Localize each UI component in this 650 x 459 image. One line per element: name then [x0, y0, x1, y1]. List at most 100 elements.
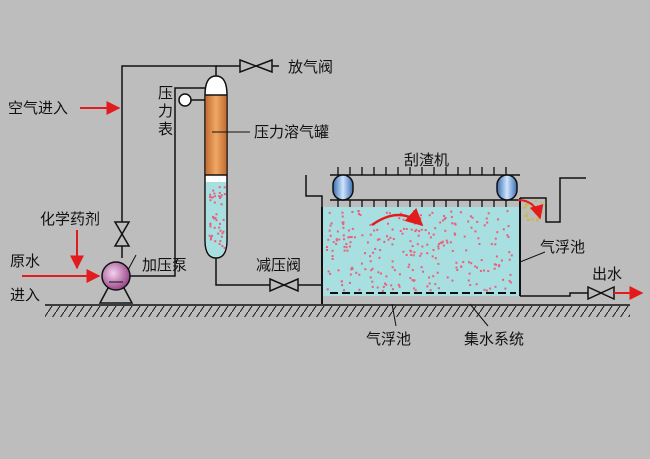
bubble-dot	[347, 236, 350, 239]
pump-to-tank-pipe	[130, 87, 205, 277]
bubble-dot	[432, 249, 435, 251]
bubble-dot	[441, 240, 444, 243]
bubble-dot	[449, 241, 452, 244]
bubble-dot	[502, 278, 505, 281]
bubble-dot	[500, 259, 503, 262]
scum-dot	[540, 201, 543, 204]
bubble-dot	[215, 219, 218, 222]
bubble-dot	[493, 263, 496, 266]
bubble-dot	[398, 217, 401, 220]
bubble-dot	[409, 240, 412, 243]
bubble-dot	[343, 249, 346, 252]
bubble-dot	[335, 243, 338, 245]
bubble-dot	[335, 239, 338, 242]
bubble-dot	[378, 238, 381, 241]
bubble-dot	[392, 238, 395, 240]
pointer-lines	[127, 131, 546, 327]
scum-dot	[543, 201, 546, 204]
bubble-dot	[469, 284, 472, 286]
scum-dots	[522, 200, 546, 222]
bubble-dot	[428, 232, 430, 235]
bubble-dot	[399, 230, 402, 232]
bubble-dot	[369, 233, 372, 236]
reducing-valve[interactable]	[269, 277, 299, 293]
bubble-dot	[498, 264, 501, 267]
bubble-dot	[219, 229, 222, 232]
svg-text:压: 压	[158, 84, 173, 102]
bubble-dot	[369, 255, 372, 258]
bubble-dot	[507, 225, 510, 228]
bubble-dot	[431, 255, 434, 258]
bubble-dot	[218, 186, 221, 189]
bubble-dot	[377, 271, 380, 274]
bubble-dot	[442, 215, 445, 217]
bubble-dot	[432, 233, 435, 236]
bubble-dot	[221, 245, 224, 248]
bubble-dot	[465, 249, 468, 252]
outlet-valve[interactable]	[587, 285, 615, 301]
bubble-dot	[506, 210, 509, 213]
bubble-dot	[335, 238, 338, 241]
bubble-dot	[453, 232, 456, 235]
bubble-dot	[218, 243, 221, 245]
bubble-dot	[437, 262, 440, 265]
bubble-dot	[219, 222, 221, 225]
bubble-dot	[212, 215, 214, 218]
bubble-dot	[212, 189, 215, 192]
bubble-dot	[401, 232, 404, 235]
scum-dot	[527, 218, 529, 221]
reducing-valve-label: 减压阀	[256, 256, 301, 274]
bubble-dot	[506, 234, 509, 237]
bubble-dot	[410, 228, 413, 231]
booster-pump[interactable]	[98, 261, 134, 304]
bubble-dot	[504, 287, 507, 290]
bubble-dot	[389, 236, 392, 239]
bubble-dot	[413, 287, 416, 290]
bubble-dot	[507, 236, 510, 238]
bubble-dot	[373, 229, 376, 232]
scum-dot	[526, 212, 529, 215]
vent-valve[interactable]	[239, 58, 273, 74]
bubble-dot	[223, 247, 226, 249]
bubble-dot	[343, 289, 345, 292]
bubble-dot	[402, 250, 405, 253]
flotation-tank-bottom-label: 气浮池	[366, 330, 411, 348]
bubble-dot	[338, 238, 341, 241]
bubble-dot	[398, 273, 401, 276]
bubble-dot	[400, 212, 403, 215]
bubble-dot	[347, 229, 350, 232]
bubble-dot	[483, 269, 485, 272]
bubble-dot	[496, 231, 499, 234]
bubble-dot	[455, 266, 458, 269]
scum-dot	[529, 208, 532, 211]
bubble-dot	[380, 272, 382, 275]
bubble-dot	[385, 211, 388, 214]
bubble-dot	[487, 270, 490, 273]
bubble-dot	[376, 238, 379, 241]
bubble-dot	[328, 211, 331, 214]
bubble-dot	[331, 255, 334, 258]
check-valve[interactable]	[113, 221, 131, 258]
bubble-dot	[502, 228, 505, 231]
bubble-dot	[218, 195, 221, 198]
scraper-flow-arrow	[371, 207, 424, 227]
bubble-dot	[370, 269, 373, 272]
bubble-dot	[509, 273, 512, 276]
flotation-tank-right-label: 气浮池	[540, 238, 585, 256]
bubble-dot	[405, 228, 408, 230]
bubble-dot	[483, 288, 486, 291]
bubble-dot	[468, 261, 470, 264]
bubble-dot	[426, 285, 429, 288]
bubble-dot	[351, 227, 354, 230]
bubble-dot	[343, 245, 346, 248]
bubble-dot	[470, 262, 473, 265]
scum-dot	[531, 202, 534, 205]
outlet-pipe	[520, 292, 588, 297]
bubble-dot	[222, 230, 225, 233]
scraper-teeth	[337, 167, 507, 207]
bubble-dot	[209, 196, 212, 198]
bubble-dot	[494, 243, 497, 246]
bubble-dot	[209, 225, 212, 228]
bubble-dot	[341, 215, 344, 218]
bubble-dot	[361, 234, 364, 237]
